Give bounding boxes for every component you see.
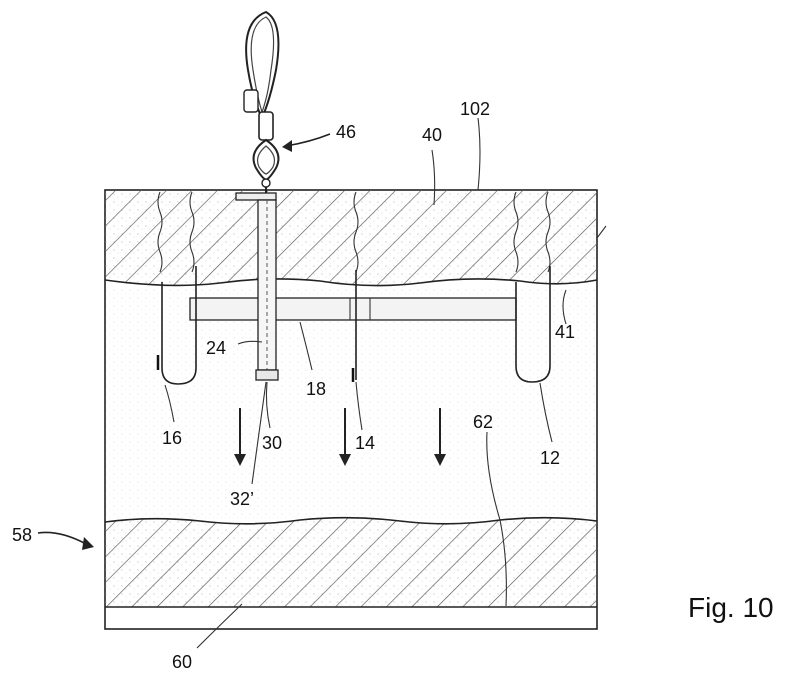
arrow-46-leader (285, 133, 331, 147)
bottom-layer-60 (104, 516, 598, 608)
label-18: 18 (306, 379, 326, 399)
vertical-rod-24 (235, 192, 279, 381)
arrow-58-leader (37, 531, 87, 545)
embedded-wavy-lines (157, 191, 551, 273)
label-62: 62 (473, 412, 493, 432)
hook-assembly-46 (243, 10, 280, 193)
arrow-46-head (282, 140, 292, 152)
horizontal-bar-18 (189, 297, 517, 321)
figure-caption: Fig. 10 (688, 592, 774, 623)
label-46: 46 (336, 122, 356, 142)
label-40: 40 (422, 125, 442, 145)
label-16: 16 (162, 428, 182, 448)
label-14: 14 (355, 433, 375, 453)
label-24: 24 (206, 338, 226, 358)
label-32-prime: 32’ (230, 489, 254, 509)
label-30: 30 (262, 433, 282, 453)
medium-region (106, 288, 596, 518)
label-102: 102 (460, 99, 490, 119)
label-60: 60 (172, 652, 192, 672)
leader-lines (164, 117, 607, 649)
label-12: 12 (540, 448, 560, 468)
top-layer-40 (104, 190, 598, 287)
flow-arrows (234, 408, 446, 466)
u-probe-12 (515, 266, 551, 383)
label-58: 58 (12, 525, 32, 545)
u-probe-16 (161, 266, 197, 385)
label-41: 41 (555, 322, 575, 342)
arrow-58-head (82, 537, 94, 550)
